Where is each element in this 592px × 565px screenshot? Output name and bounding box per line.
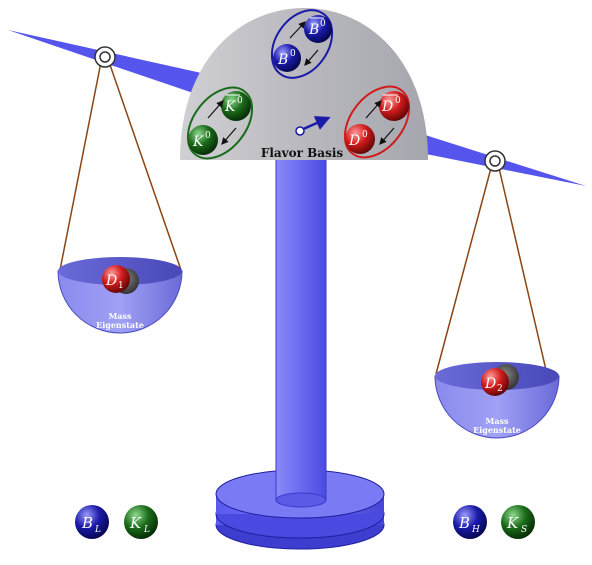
d-meson-pair: D 0 D 0 [343, 85, 411, 159]
flavor-basis-caption: Flavor Basis [261, 146, 344, 160]
d-superscript: 0 [362, 130, 368, 140]
right-pan-caption-line1: Mass [485, 416, 509, 426]
right-pan: D 2 Mass Eigenstate [434, 362, 560, 439]
b-bar-label: B [308, 22, 319, 38]
left-pan-caption-line1: Mass [108, 311, 132, 321]
left-pan-ball-subscript: 1 [118, 281, 124, 291]
b-label: B [277, 52, 288, 68]
left-pan-caption-line2: Eigenstate [96, 320, 144, 330]
right-pan-ball-subscript: 2 [497, 384, 503, 394]
k-meson-pair: K 0 K 0 [186, 86, 254, 160]
scale-column [275, 149, 327, 508]
k-bar-superscript: 0 [237, 96, 243, 106]
right-pan-caption-line2: Eigenstate [473, 425, 521, 435]
right-pan-ball-label: D [484, 376, 496, 392]
bh-label: B [458, 514, 470, 532]
b-bar-superscript: 0 [320, 19, 326, 29]
left-strings [59, 61, 182, 271]
ks-subscript: S [521, 525, 527, 535]
floor-ball-bh: B H [453, 505, 487, 539]
right-pivot-ring [484, 150, 506, 172]
b-meson-pair: B 0 B 0 [270, 9, 334, 79]
kl-subscript: L [143, 525, 150, 535]
floor-ball-ks: K S [501, 505, 535, 539]
k-superscript: 0 [205, 131, 211, 141]
left-pivot-ring [94, 46, 116, 68]
b-superscript: 0 [290, 49, 296, 59]
bl-label: B [81, 514, 93, 532]
d-bar-superscript: 0 [395, 96, 401, 106]
d-label: D [348, 133, 360, 149]
balance-needle [295, 116, 331, 136]
bh-subscript: H [471, 525, 480, 535]
left-pan-ball-label: D [105, 273, 117, 289]
flavor-basis-dome [180, 8, 428, 160]
bl-subscript: L [94, 525, 101, 535]
k-bar-label: K [224, 99, 237, 115]
right-strings [435, 167, 547, 375]
floor-ball-kl: K L [124, 505, 158, 539]
k-label: K [192, 134, 205, 150]
left-pan: D 1 Mass Eigenstate [57, 257, 183, 334]
ks-label: K [506, 514, 519, 532]
d-bar-label: D [381, 99, 393, 115]
floor-ball-bl: B L [75, 505, 109, 539]
kl-label: K [129, 514, 142, 532]
